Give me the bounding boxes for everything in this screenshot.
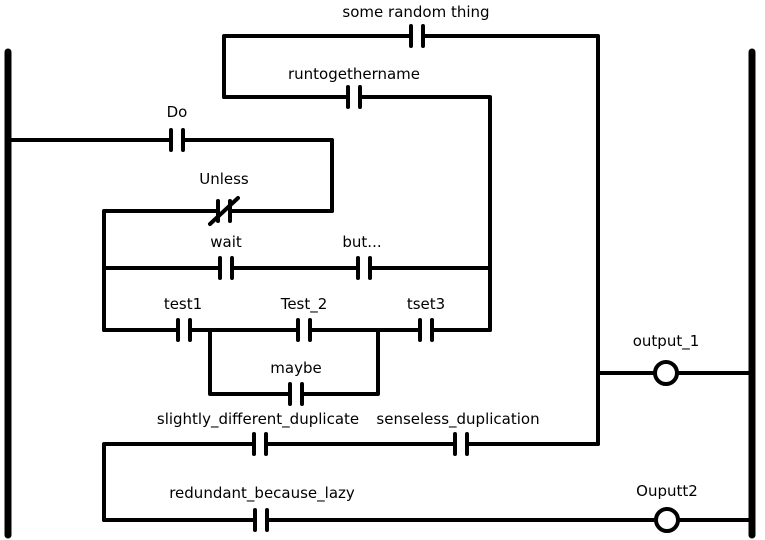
- coil-output-2: [654, 507, 680, 533]
- label-output-1: output_1: [633, 332, 700, 351]
- label-wait: wait: [210, 233, 242, 251]
- contact-maybe: [288, 382, 304, 406]
- label-but: but...: [342, 233, 381, 251]
- label-test-2: Test_2: [280, 295, 328, 314]
- contact-do: [169, 128, 185, 152]
- label-some-random-thing: some random thing: [342, 3, 489, 21]
- contact-some-random-thing: [409, 24, 425, 48]
- label-do: Do: [167, 103, 188, 121]
- contact-unless-normally-closed: [208, 196, 240, 226]
- label-runtogethername: runtogethername: [288, 65, 420, 83]
- contact-tset3: [418, 318, 434, 342]
- contact-senseless-duplication: [453, 432, 469, 456]
- contact-redundant-because-lazy: [253, 508, 269, 532]
- contact-slightly-different-duplicate: [252, 432, 268, 456]
- label-maybe: maybe: [270, 359, 321, 377]
- contact-runtogethername: [346, 85, 362, 109]
- contact-but: [356, 256, 372, 280]
- coil-output-1: [653, 360, 679, 386]
- wire-do-rung: [8, 138, 334, 213]
- label-unless: Unless: [199, 170, 249, 188]
- contact-test1: [176, 318, 192, 342]
- label-redundant-because-lazy: redundant_because_lazy: [169, 484, 355, 503]
- label-slightly-different-duplicate: slightly_different_duplicate: [157, 410, 359, 429]
- label-tset3: tset3: [407, 295, 445, 313]
- contact-wait: [218, 256, 234, 280]
- wire-duplicate-rung: [102, 442, 600, 522]
- wire-unless-rung: [102, 209, 334, 332]
- label-test1: test1: [164, 295, 202, 313]
- wiring: [8, 34, 752, 522]
- label-output-2: Ouputt2: [636, 482, 698, 500]
- contact-test-2: [296, 318, 312, 342]
- label-senseless-duplication: senseless_duplication: [376, 410, 539, 429]
- wire-runtogether-branch: [222, 95, 492, 332]
